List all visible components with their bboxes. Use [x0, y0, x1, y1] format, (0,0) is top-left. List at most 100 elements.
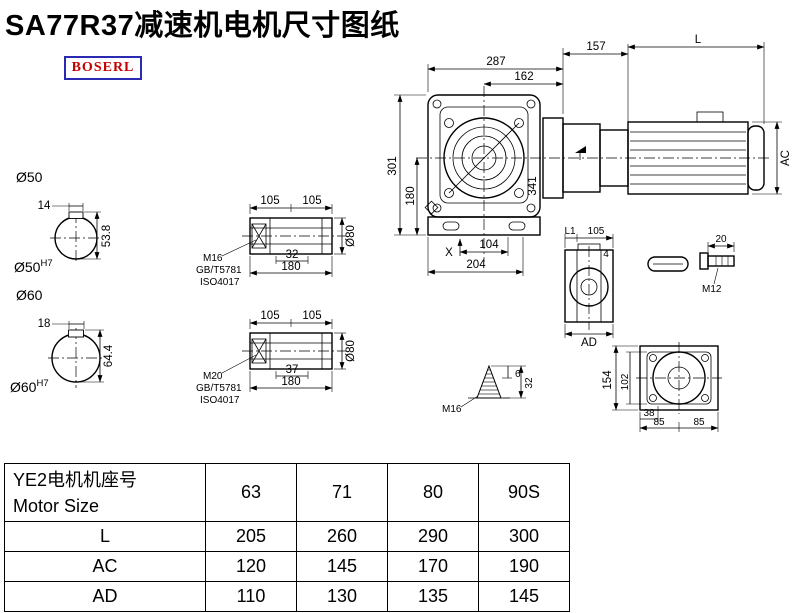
table-row-ac: AC 120 145 170 190 — [4, 551, 570, 582]
dim-key-height-60: 64.4 — [103, 344, 115, 367]
plug-dim-height: 32 — [524, 377, 535, 389]
hub-small-dim-a: 105 — [260, 195, 279, 207]
hub-small-dim-b: 105 — [302, 195, 321, 207]
brand-logo: BOSERL — [64, 56, 142, 80]
size-col-80: 80 — [387, 463, 479, 522]
cell-l-80: 290 — [387, 521, 479, 552]
header-cn: YE2电机机座号 — [13, 469, 138, 490]
dim-height: 301 — [387, 156, 399, 175]
plug-detail: 6 32 M16 — [442, 364, 535, 415]
breather-plug — [424, 200, 439, 215]
dim-motor-flange: 157 — [586, 41, 605, 53]
dim-key-width-50: 14 — [38, 200, 51, 212]
fan-cowl — [747, 125, 765, 191]
stud-dim-len: 20 — [715, 234, 727, 245]
cell-l-63: 205 — [205, 521, 297, 552]
hub-small-std2: ISO4017 — [200, 277, 240, 288]
page-title: SA77R37减速机电机尺寸图纸 — [5, 10, 400, 42]
shaft50-label: Ø50 — [16, 169, 43, 185]
dim-foot-offset: 104 — [479, 239, 499, 251]
flange-dim-l1: L1 — [564, 226, 576, 237]
hub-large-bore: Ø80 — [345, 340, 357, 362]
shaft50-fit-label: Ø50H7 — [14, 258, 53, 275]
cell-ad-80: 135 — [387, 581, 479, 612]
motor-size-table: YE2电机机座号 Motor Size 63 71 80 90S L 205 2… — [4, 463, 570, 612]
cell-ac-80: 170 — [387, 551, 479, 582]
cell-ad-90s: 145 — [478, 581, 570, 612]
header-en: Motor Size — [13, 495, 100, 516]
motor-side-view — [542, 111, 765, 199]
cell-ad-63: 110 — [205, 581, 297, 612]
dim-key-height-50: 53.8 — [101, 225, 113, 247]
hub-large-depth: 37 — [286, 364, 299, 376]
flange-side-view: L1 105 4 AD — [564, 226, 614, 349]
plug-thread: M16 — [442, 404, 462, 415]
table-row-ad: AD 110 130 135 145 — [4, 581, 570, 612]
rear-dim-inner: 102 — [620, 373, 631, 390]
cell-ac-71: 145 — [296, 551, 388, 582]
row-label-ac: AC — [4, 551, 206, 582]
hub-large-dim-b: 105 — [302, 310, 321, 322]
fit-60-tol: H7 — [36, 378, 48, 389]
stud-detail: 20 M12 — [699, 234, 735, 295]
dim-diagonal: 341 — [527, 176, 539, 195]
cell-ad-71: 130 — [296, 581, 388, 612]
dim-inner-width: 162 — [514, 71, 533, 83]
rear-dim-bolt-a: 85 — [653, 417, 665, 428]
fit-60: Ø60 — [10, 379, 37, 395]
terminal-box — [696, 111, 724, 123]
hub-large-std1: GB/T5781 — [196, 383, 242, 394]
fit-50: Ø50 — [14, 259, 41, 275]
flange-dim-ad: AD — [581, 337, 597, 349]
dim-x-mark: X — [445, 247, 453, 259]
hub-section-large: 105 105 M20 GB/T5781 ISO4017 37 180 Ø80 — [196, 310, 357, 406]
hub-small-depth: 32 — [286, 249, 299, 261]
hub-small-bore: Ø80 — [345, 225, 357, 247]
hub-small-std1: GB/T5781 — [196, 265, 242, 276]
hub-small-thread: M16 — [203, 253, 223, 264]
size-col-71: 71 — [296, 463, 388, 522]
dim-motor-length: L — [695, 34, 702, 46]
gearbox-front-view — [424, 94, 541, 236]
rear-dim-offset: 38 — [643, 408, 655, 419]
cell-l-90s: 300 — [478, 521, 570, 552]
flange-dim-top: 105 — [588, 226, 605, 237]
row-label-ad: AD — [4, 581, 206, 612]
row-label-l: L — [4, 521, 206, 552]
cell-ac-90s: 190 — [478, 551, 570, 582]
dim-inner-height: 180 — [405, 186, 417, 205]
hub-section-small: 105 105 M16 GB/T5781 ISO4017 32 180 Ø80 — [196, 195, 357, 288]
hub-large-length: 180 — [281, 376, 300, 388]
stud-thread: M12 — [702, 284, 722, 295]
shaft-section-50: Ø50 14 53.8 Ø50H7 — [14, 169, 113, 275]
main-dimensions: 287 162 157 L AC 301 180 341 X 104 204 — [387, 34, 792, 276]
table-header-row: YE2电机机座号 Motor Size 63 71 80 90S — [4, 463, 570, 522]
table-row-l: L 205 260 290 300 — [4, 521, 570, 552]
dim-overall-width: 287 — [486, 56, 505, 68]
shaft60-fit-label: Ø60H7 — [10, 378, 49, 395]
inspection-flag — [575, 146, 586, 153]
shaft60-label: Ø60 — [16, 287, 43, 303]
table-header-label: YE2电机机座号 Motor Size — [4, 463, 206, 522]
size-col-63: 63 — [205, 463, 297, 522]
rear-dim-bolt-b: 85 — [693, 417, 705, 428]
rear-view: 154 102 38 85 85 — [602, 345, 719, 432]
hub-large-dim-a: 105 — [260, 310, 279, 322]
dim-key-width-60: 18 — [38, 318, 51, 330]
hub-small-length: 180 — [281, 261, 300, 273]
flange-dim-tab: 4 — [603, 249, 609, 260]
hub-large-thread: M20 — [203, 371, 223, 382]
technical-drawing: 287 162 157 L AC 301 180 341 X 104 204 Ø… — [10, 34, 792, 432]
shaft-section-60: Ø60 18 64.4 Ø60H7 — [10, 287, 115, 395]
size-col-90s: 90S — [478, 463, 570, 522]
plug-dim-tip: 6 — [515, 369, 521, 380]
cell-l-71: 260 — [296, 521, 388, 552]
centerlines — [48, 86, 772, 414]
rear-dim-height: 154 — [602, 370, 614, 390]
key-detail — [647, 256, 689, 272]
dim-motor-diameter: AC — [780, 150, 792, 166]
fit-50-tol: H7 — [40, 258, 52, 269]
dim-foot-width: 204 — [466, 259, 486, 271]
cell-ac-63: 120 — [205, 551, 297, 582]
